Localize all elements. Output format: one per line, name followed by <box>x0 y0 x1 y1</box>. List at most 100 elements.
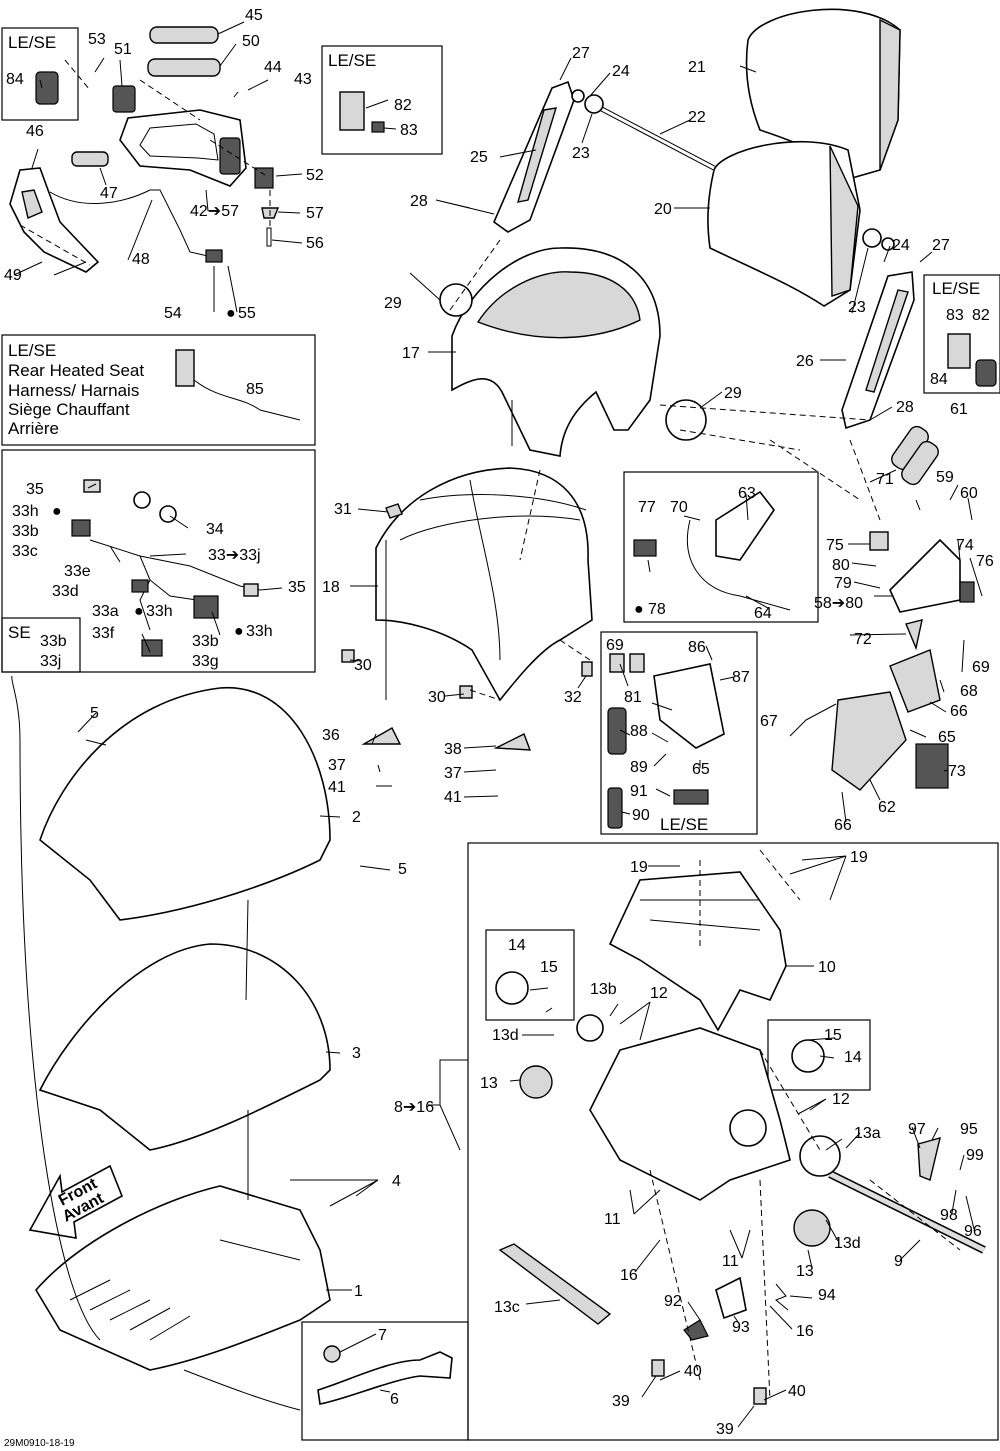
label-13b2: 13b <box>590 981 617 998</box>
heater-85 <box>175 349 195 387</box>
seat-skin-2 <box>39 687 331 921</box>
label-8: 8➔16 <box>394 1099 434 1116</box>
label-19b: 19 <box>850 849 868 866</box>
label-93: 93 <box>732 1319 750 1336</box>
label-29b: 29 <box>724 385 742 402</box>
label-33b3: 33b <box>192 633 219 650</box>
heater-caption-1: Rear Heated Seat <box>8 361 144 380</box>
hub-8 <box>729 1109 767 1147</box>
label-21: 21 <box>688 59 706 76</box>
label-47: 47 <box>100 185 118 202</box>
label-33: 33➔33j <box>208 547 261 564</box>
heater-caption-3: Siège Chauffant <box>8 400 130 419</box>
label-91: 91 <box>630 783 648 800</box>
label-33b2: 33b <box>40 633 67 650</box>
heater-caption-2: Harness/ Harnais <box>8 381 139 400</box>
label-9: 9 <box>894 1253 903 1270</box>
tie-34b <box>159 505 177 523</box>
lever-95 <box>917 1137 941 1181</box>
label-25: 25 <box>470 149 488 166</box>
label-38: 38 <box>444 741 462 758</box>
label-15b: 15 <box>824 1027 842 1044</box>
label-30a: 30 <box>354 657 372 674</box>
label-70: 70 <box>670 499 688 516</box>
label-83a: 83 <box>400 122 418 139</box>
label-7: 7 <box>378 1327 387 1344</box>
label-65a: 65 <box>938 729 956 746</box>
frame-10 <box>608 871 787 1032</box>
drop-33h1: ● <box>52 503 62 520</box>
label-42: 42➔57 <box>190 203 239 220</box>
grip-45 <box>149 26 219 44</box>
label-33h2: 33h <box>146 603 173 620</box>
connector-77 <box>633 539 657 557</box>
handle-42 <box>119 109 247 187</box>
bracket-36 <box>361 727 402 745</box>
label-73: 73 <box>948 763 966 780</box>
label-24a: 24 <box>612 63 630 80</box>
bracket-75 <box>869 531 889 551</box>
label-28a: 28 <box>410 193 428 210</box>
label-33h3: 33h <box>246 623 273 640</box>
label-14b: 14 <box>844 1049 862 1066</box>
bracket-52 <box>254 167 274 189</box>
heater-47 <box>71 151 109 167</box>
grip-71 <box>901 440 939 486</box>
label-52: 52 <box>306 167 324 184</box>
label-13d1: 13d <box>492 1027 519 1044</box>
clip-69a <box>609 653 625 673</box>
label-11b: 11 <box>722 1253 739 1270</box>
bracket-62 <box>831 691 907 791</box>
label-66b: 66 <box>834 817 852 834</box>
label-39b: 39 <box>716 1421 734 1438</box>
handle-42-inner <box>139 123 219 161</box>
label-36: 36 <box>322 727 340 744</box>
label-40a: 40 <box>684 1363 702 1380</box>
label-80a: 80 <box>832 557 850 574</box>
control-63 <box>715 490 775 561</box>
label-39a: 39 <box>612 1393 630 1410</box>
label-45: 45 <box>245 7 263 24</box>
label-33a: 33a <box>92 603 119 620</box>
label-92: 92 <box>664 1293 682 1310</box>
frames <box>1 27 1000 1441</box>
label-54: 54 <box>164 305 182 322</box>
label-46: 46 <box>26 123 44 140</box>
foot-39a <box>651 1359 665 1377</box>
label-16a: 16 <box>620 1267 638 1284</box>
label-63: 63 <box>738 485 756 502</box>
label-97: 97 <box>908 1121 926 1138</box>
label-79: 79 <box>834 575 852 592</box>
label-box-control: LE/SE <box>660 815 708 834</box>
label-box-heater: LE/SE <box>8 341 56 360</box>
label-33g: 33g <box>192 653 219 670</box>
label-53: 53 <box>88 31 106 48</box>
label-75: 75 <box>826 537 844 554</box>
handle-switch <box>219 137 241 175</box>
grip-50 <box>147 58 221 77</box>
label-99: 99 <box>966 1147 984 1164</box>
drop-55: ● <box>226 305 236 322</box>
spring-94 <box>775 1283 789 1311</box>
seat-cover-18 <box>375 467 593 702</box>
label-37a: 37 <box>328 757 346 774</box>
label-12b: 12 <box>832 1091 850 1108</box>
label-88: 88 <box>630 723 648 740</box>
label-59: 59 <box>936 469 954 486</box>
label-71: 71 <box>876 471 894 488</box>
label-18: 18 <box>322 579 340 596</box>
connector-33a <box>131 579 149 593</box>
label-27a: 27 <box>572 45 590 62</box>
label-74: 74 <box>956 537 974 554</box>
label-85: 85 <box>246 381 264 398</box>
label-98: 98 <box>940 1207 958 1224</box>
label-37b: 37 <box>444 765 462 782</box>
label-83b: 83 <box>946 307 964 324</box>
label-11a: 11 <box>604 1211 621 1228</box>
label-10: 10 <box>818 959 836 976</box>
switch-90 <box>607 787 623 829</box>
label-57: 57 <box>306 205 324 222</box>
panel-65 <box>653 663 725 749</box>
bracket-82b <box>947 333 971 369</box>
label-35b: 35 <box>288 579 306 596</box>
